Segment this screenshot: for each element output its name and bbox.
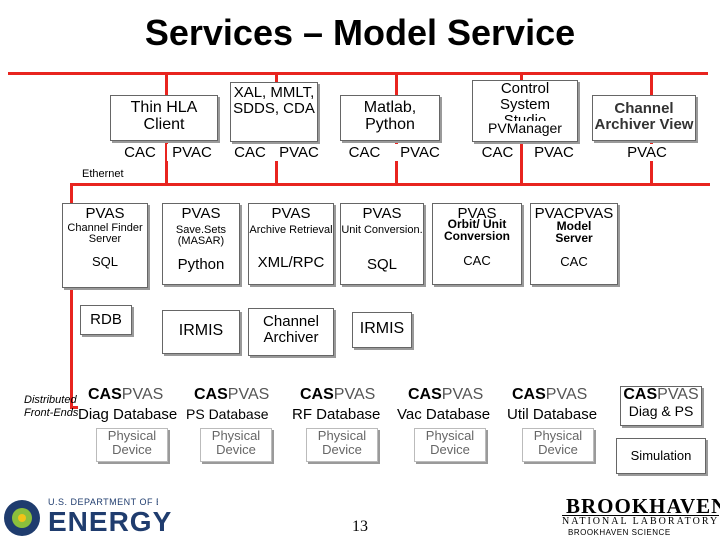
client-lib: CAC (115, 144, 165, 161)
cas-label: CAS (88, 386, 122, 403)
service-protocol: PVAS (362, 205, 402, 222)
doe-seal-icon (4, 500, 40, 536)
service-protocol: PVAS (85, 205, 125, 222)
client-matlab: Matlab, Python (340, 95, 440, 141)
cas-label: CAS (623, 386, 658, 403)
pvas-label: PVAS (545, 386, 588, 403)
service-protocol: PVAS (271, 205, 311, 222)
backend-irmis-2: IRMIS (352, 312, 412, 348)
backend-name: IRMIS (178, 322, 224, 339)
backend-rdb: RDB (80, 305, 132, 335)
client-lib: PVAC (394, 144, 446, 161)
backend-name: RDB (90, 311, 122, 328)
client-lib: PVAC (528, 144, 580, 161)
frontend-device-3: Physical Device (306, 428, 378, 462)
service-protocol: PVAS (457, 205, 497, 222)
client-sub: PVManager (488, 120, 562, 136)
frontend-device-5: Physical Device (522, 428, 594, 462)
service-protocol: PVAC (534, 205, 575, 222)
client-name: XAL, MMLT, SDDS, CDA (233, 84, 315, 117)
client-thin-hla: Thin HLA Client (110, 95, 218, 141)
service-archive-retrieval: PVAS Archive Retrieval XML/RPC (248, 203, 334, 285)
frontend-db-4: Vac Database (397, 406, 491, 423)
cas-label: CAS (300, 386, 334, 403)
cas-label: CAS (194, 386, 228, 403)
cas-label: CAS (408, 386, 442, 403)
frontends-label: Distributed Front-Ends (24, 394, 79, 419)
service-name: Save.Sets (MASAR) (175, 224, 227, 248)
pvas-label: PVAS (121, 386, 164, 403)
frontend-cas-pvas-4: CASPVAS (408, 386, 484, 404)
bnl-logo-sub: NATIONAL LABORATORY (562, 515, 720, 527)
ethernet-bus-line (70, 183, 710, 186)
service-protocol-2: PVAS (574, 205, 614, 222)
top-bus-line (8, 72, 708, 75)
service-model-server: PVACPVAS Model Server CAC (530, 203, 618, 285)
client-lib: CAC (228, 144, 272, 161)
client-lib: CAC (342, 144, 387, 161)
doe-logo-text: U.S. DEPARTMENT OF ENERGY (48, 497, 158, 507)
bnl-logo-tag: BROOKHAVEN SCIENCE ASSOCIATES (568, 528, 671, 539)
client-archiver-view: Channel Archiver View (592, 95, 696, 141)
frontend-db-3: RF Database (292, 406, 381, 423)
ethernet-label: Ethernet (82, 168, 124, 180)
frontend-cas-pvas-1: CASPVAS (88, 386, 164, 404)
client-lib: PVAC (167, 144, 217, 161)
service-language: SQL (91, 253, 118, 269)
client-xal: XAL, MMLT, SDDS, CDA (230, 82, 318, 142)
service-name: Orbit/ Unit Conversion (443, 217, 510, 244)
service-name: Unit Conversion. (341, 224, 423, 236)
frontend-device-2: Physical Device (200, 428, 272, 462)
client-name: Channel Archiver View (594, 100, 694, 133)
service-name: Channel Finder Server (67, 222, 143, 246)
client-lib: CAC (475, 144, 520, 161)
frontend-db-5: Util Database (507, 406, 598, 423)
frontend-device-1: Physical Device (96, 428, 168, 462)
frontend-cas-pvas-5: CASPVAS (512, 386, 588, 404)
backend-channel-archiver: Channel Archiver (248, 308, 334, 356)
pvas-label: PVAS (441, 386, 484, 403)
service-orbit-unit-conversion: PVAS Orbit/ Unit Conversion CAC (432, 203, 522, 285)
left-bus-vertical (70, 183, 73, 408)
bnl-logo-main: BROOKHAVEN (566, 494, 720, 518)
pvas-label: PVAS (227, 386, 270, 403)
slide-title: Services – Model Service (144, 12, 576, 53)
service-unit-conversion: PVAS Unit Conversion. SQL (340, 203, 424, 285)
frontend-db-2: PS Database (186, 406, 269, 422)
pvas-label: PVAS (333, 386, 376, 403)
client-name: Control System Studio (499, 81, 550, 121)
service-language: CAC (463, 252, 491, 268)
frontend-cas-pvas-6: CASPVAS (621, 387, 701, 404)
client-css: Control System Studio PVManager (472, 80, 578, 142)
service-language: XML/RPC (257, 253, 325, 271)
client-lib: PVAC (275, 144, 323, 161)
cas-label: CAS (512, 386, 546, 403)
backend-name: Channel Archiver (263, 313, 319, 346)
pvas-label: PVAS (657, 386, 699, 403)
client-name: Thin HLA Client (130, 99, 198, 133)
client-name: Matlab, Python (363, 99, 417, 133)
page-number: 13 (352, 518, 368, 535)
doe-energy-word: ENERGY (48, 506, 173, 537)
service-name: Archive Retrieval (249, 224, 333, 236)
frontend-db-6: Diag & PS (628, 402, 694, 419)
frontend-simulation-box: CASPVAS Diag & PS (620, 386, 702, 426)
service-language: CAC (560, 253, 588, 269)
service-name: Model Server (555, 219, 593, 246)
service-channel-finder: PVAS Channel Finder Server SQL (62, 203, 148, 288)
service-save-sets: PVAS Save.Sets (MASAR) Python (162, 203, 240, 285)
backend-irmis-1: IRMIS (162, 310, 240, 354)
service-language: Python (177, 255, 225, 273)
client-lib: PVAC (620, 144, 674, 161)
frontend-db-1: Diag Database (78, 406, 178, 423)
backend-name: IRMIS (359, 320, 405, 337)
service-language: SQL (366, 255, 397, 273)
frontend-device-6: Simulation (616, 438, 706, 474)
doe-logo: U.S. DEPARTMENT OF ENERGY (48, 497, 158, 537)
frontend-cas-pvas-2: CASPVAS (194, 386, 270, 404)
service-protocol: PVAS (181, 205, 221, 222)
frontend-device-4: Physical Device (414, 428, 486, 462)
frontend-cas-pvas-3: CASPVAS (300, 386, 376, 404)
